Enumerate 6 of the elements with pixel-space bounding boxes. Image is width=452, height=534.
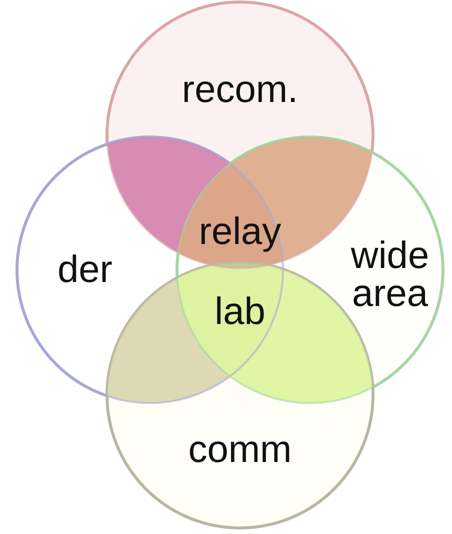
- set-label: comm: [187, 431, 293, 469]
- overlap-label: relay: [198, 213, 282, 251]
- set-label: recom.: [180, 71, 300, 109]
- set-label: wide area: [350, 237, 430, 313]
- overlap-label: lab: [214, 293, 266, 331]
- set-label: der: [56, 251, 114, 289]
